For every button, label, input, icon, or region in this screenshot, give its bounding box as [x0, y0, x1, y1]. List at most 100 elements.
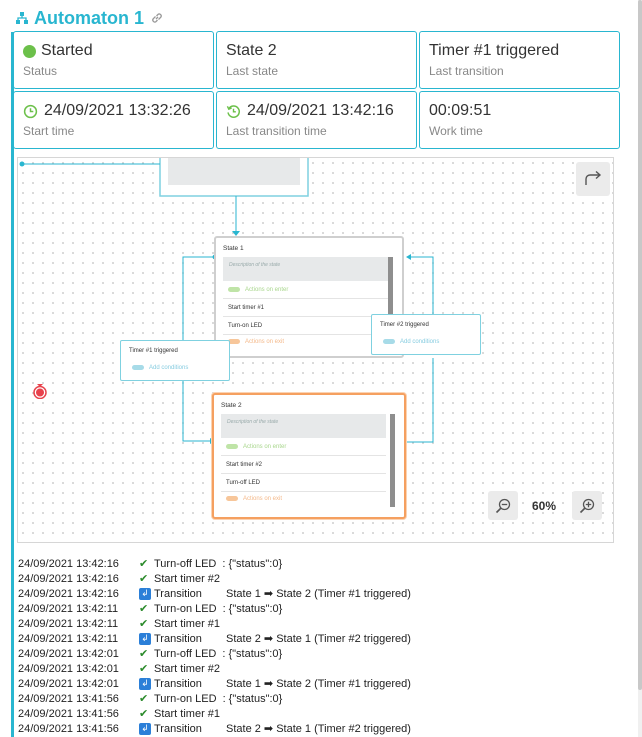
transition-1-title: Timer #1 triggered [129, 348, 178, 354]
state-2-enter-row[interactable]: Actions on enter [221, 440, 386, 456]
log-row: 24/09/2021 13:42:01✔Start timer #2 [18, 661, 618, 676]
log-row: 24/09/2021 13:42:11✔Turn-on LED: {"statu… [18, 601, 618, 616]
log-action: Turn-on LED [154, 602, 217, 615]
last-state-value: State 2 [226, 42, 277, 59]
check-icon: ✔ [139, 693, 149, 705]
state-1-scrollbar[interactable] [388, 257, 393, 353]
log-detail: : {"status":0} [222, 602, 283, 615]
state-1-enter-row[interactable]: Actions on enter [223, 283, 388, 299]
log-timestamp: 24/09/2021 13:42:11 [18, 602, 119, 615]
transition-icon: ↲ [139, 632, 151, 645]
log-timestamp: 24/09/2021 13:41:56 [18, 722, 119, 735]
clock-icon [23, 104, 38, 118]
state-2-action-row[interactable]: Start timer #2 [221, 458, 386, 474]
state-2-scrollbar[interactable] [390, 414, 395, 507]
state-1-description[interactable]: Description of the state [223, 257, 388, 281]
state-2-exit-label: Actions on exit [243, 496, 283, 503]
state-1-action-row[interactable]: Start timer #1 [223, 301, 388, 317]
event-log: 24/09/2021 13:42:16 ✔ Turn-off LED : {"stat… [18, 556, 618, 736]
log-timestamp: 24/09/2021 13:42:16 [18, 572, 119, 585]
page-scrollbar-thumb[interactable] [638, 0, 642, 690]
diagram-canvas[interactable]: State 1 Description of the state Actions… [17, 157, 614, 543]
state-2-enter-label: Actions on enter [243, 444, 287, 451]
log-action: Transition [154, 632, 202, 645]
log-action: Start timer #1 [154, 617, 221, 630]
start-edge-anchor [19, 161, 25, 167]
check-icon: ✔ [139, 708, 149, 720]
transition-node-timer-1[interactable]: Timer #1 triggered Add conditions [120, 340, 230, 381]
work-time-card: 00:09:51 Work time [419, 91, 620, 149]
start-time-card: 24/09/2021 13:32:26 Start time [13, 91, 214, 149]
last-transition-time-value: 24/09/2021 13:42:16 [247, 102, 394, 119]
state2-to-state1-edge [403, 256, 434, 443]
log-timestamp: 24/09/2021 13:42:01 [18, 647, 119, 660]
last-state-label: Last state [226, 64, 279, 78]
zoom-out-icon [495, 498, 511, 513]
log-action: Start timer #2 [154, 572, 221, 585]
work-time-value: 00:09:51 [429, 102, 492, 119]
log-timestamp: 24/09/2021 13:42:11 [18, 632, 119, 645]
work-time-label: Work time [429, 124, 483, 138]
history-clock-icon [226, 104, 240, 118]
status-card: Started Status [13, 31, 214, 89]
initial-node-body [168, 158, 300, 185]
flow-icon [16, 12, 28, 24]
state-1-enter-label: Actions on enter [245, 287, 289, 294]
state-node-1[interactable]: State 1 Description of the state Actions… [214, 236, 404, 358]
automaton-title[interactable]: Automaton 1 [34, 7, 144, 28]
log-timestamp: 24/09/2021 13:41:56 [18, 692, 119, 705]
log-detail: State 2 ➡ State 1 (Timer #2 triggered) [226, 633, 411, 645]
log-timestamp: 24/09/2021 13:42:01 [18, 662, 119, 675]
state-2-exit-row[interactable]: Actions on exit [221, 492, 386, 508]
log-row: 24/09/2021 13:41:56✔Turn-on LED: {"statu… [18, 691, 618, 706]
state-1-action-row[interactable]: Turn-on LED [223, 319, 388, 335]
last-transition-card: Timer #1 triggered Last transition [419, 31, 620, 89]
redo-button[interactable] [576, 162, 610, 196]
add-condition-icon [132, 365, 144, 370]
check-icon: ✔ [139, 558, 149, 570]
status-value: Started [41, 42, 93, 59]
zoom-out-button[interactable] [488, 491, 518, 520]
transition-icon: ↲ [139, 722, 151, 735]
log-row: 24/09/2021 13:42:11 ↲Transition State 2 ➡ … [18, 631, 618, 646]
log-action: Transition [154, 677, 202, 690]
log-row: 24/09/2021 13:41:56✔Start timer #1 [18, 706, 618, 721]
link-icon[interactable] [150, 11, 164, 25]
add-exit-icon [226, 496, 238, 501]
state-2-action-row[interactable]: Turn-off LED [221, 476, 386, 492]
transition-node-timer-2[interactable]: Timer #2 triggered Add conditions [371, 314, 481, 355]
status-dot-icon [23, 44, 36, 58]
transition-2-add-label: Add conditions [400, 339, 440, 346]
initial-to-state1-arrow [232, 231, 240, 236]
start-time-value: 24/09/2021 13:32:26 [44, 102, 191, 119]
automaton-accent-bar [11, 32, 14, 737]
add-enter-icon [228, 287, 240, 292]
redo-icon [585, 171, 602, 185]
state-node-2[interactable]: State 2 Description of the state Actions… [212, 393, 406, 519]
final-state-marker[interactable] [32, 383, 48, 399]
last-transition-value: Timer #1 triggered [429, 42, 560, 59]
log-action: Start timer #1 [154, 707, 221, 720]
add-condition-icon [383, 339, 395, 344]
log-timestamp: 24/09/2021 13:42:01 [18, 677, 119, 690]
log-action: Turn-off LED [154, 647, 217, 660]
log-timestamp: 24/09/2021 13:42:11 [18, 617, 119, 630]
transition-2-add-conditions[interactable]: Add conditions [383, 339, 439, 345]
state-1-exit-label: Actions on exit [245, 339, 285, 346]
zoom-in-button[interactable] [572, 491, 602, 520]
state2-to-state1-arrow [406, 254, 411, 260]
last-transition-label: Last transition [429, 64, 504, 78]
state-1-exit-row[interactable]: Actions on exit [223, 335, 388, 351]
start-time-label: Start time [23, 124, 75, 138]
log-row: 24/09/2021 13:42:16✔Start timer #2 [18, 571, 618, 586]
last-transition-time-label: Last transition time [226, 124, 327, 138]
check-icon: ✔ [139, 618, 149, 630]
add-enter-icon [226, 444, 238, 449]
log-timestamp: 24/09/2021 13:42:16 [18, 557, 119, 570]
transition-1-add-conditions[interactable]: Add conditions [132, 365, 188, 371]
log-row: 24/09/2021 13:42:01✔Turn-off LED: {"stat… [18, 646, 618, 661]
state-2-description[interactable]: Description of the state [221, 414, 386, 438]
log-row: 24/09/2021 13:42:16✔Turn-off LED: {"stat… [18, 556, 618, 571]
